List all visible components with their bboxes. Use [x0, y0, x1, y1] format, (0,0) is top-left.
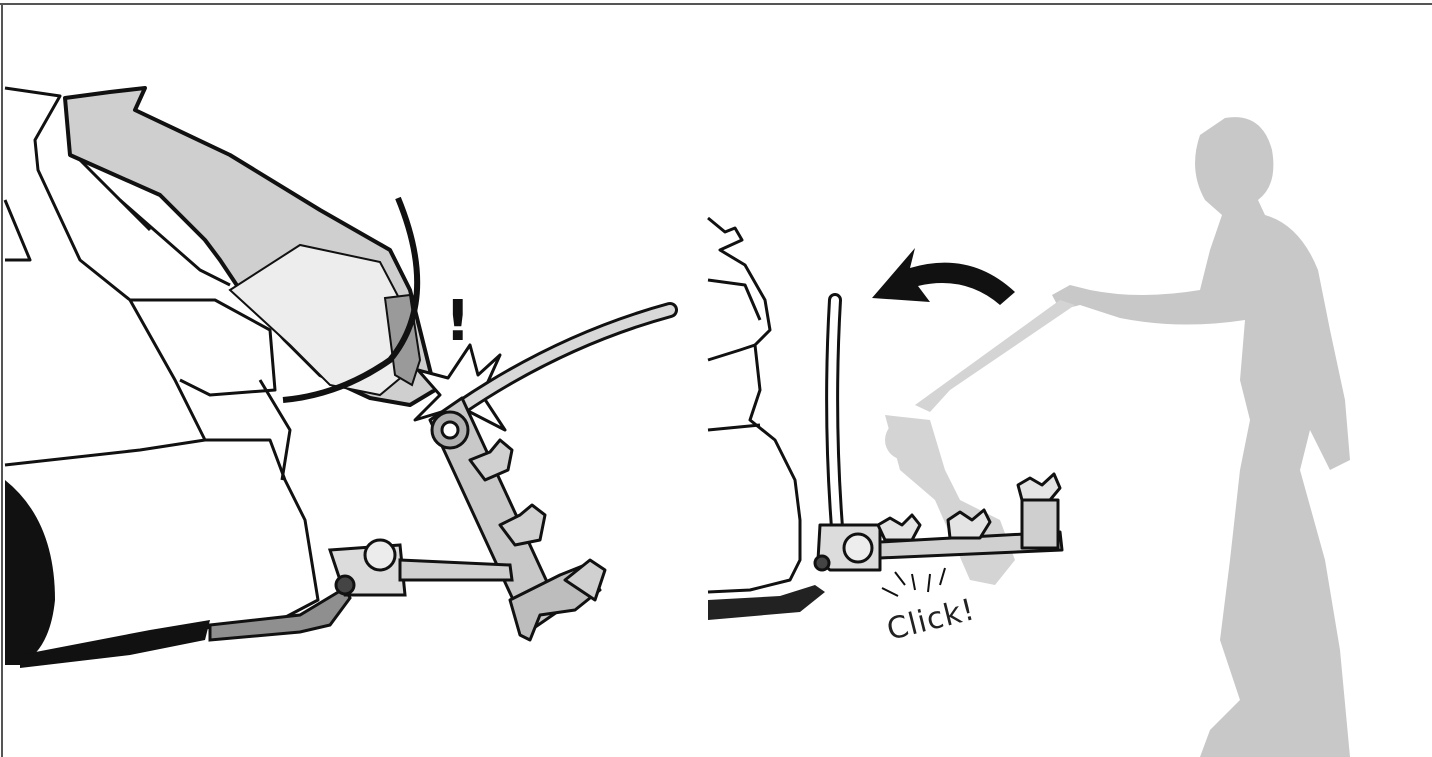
- bike-rack-tilted: [430, 398, 605, 640]
- exclaim-mark: !: [445, 289, 471, 354]
- fold-direction-arrow-icon: [872, 248, 1015, 305]
- car-rear-right: [708, 218, 800, 592]
- click-sound-marks-icon: [882, 568, 945, 596]
- left-panel: !: [5, 88, 670, 668]
- person-silhouette: [1052, 117, 1350, 757]
- click-label: Click!: [883, 592, 978, 648]
- right-panel: Click!: [708, 117, 1350, 757]
